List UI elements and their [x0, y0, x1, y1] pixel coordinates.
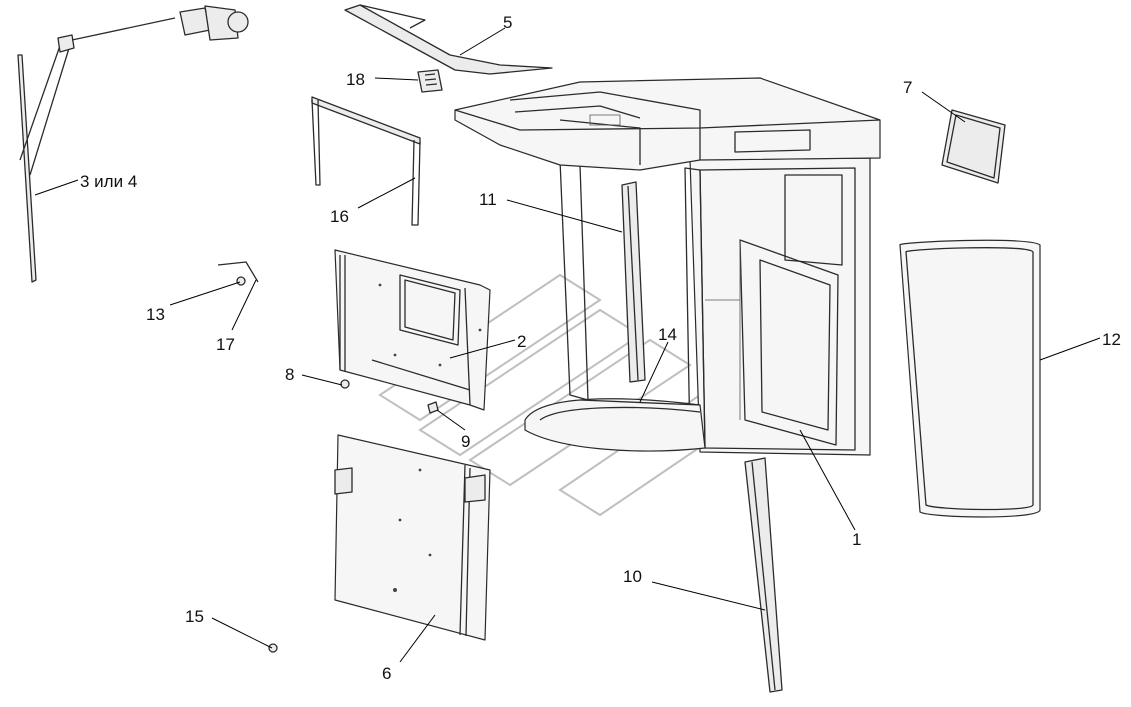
hardware-parts [217, 261, 439, 653]
callout-13: 13 [146, 305, 165, 324]
rear-frame-part [311, 96, 421, 226]
callout-18: 18 [346, 70, 365, 89]
callout-17: 17 [216, 335, 235, 354]
roof-trim-part [344, 4, 553, 75]
glass-seal-part [899, 239, 1041, 518]
callout-15: 15 [185, 607, 204, 626]
callout-8: 8 [285, 365, 294, 384]
door-strip-part [744, 457, 783, 693]
wiper-part [17, 5, 249, 283]
bracket-part [417, 69, 443, 93]
callout-7: 7 [903, 78, 912, 97]
callout-11: 11 [479, 190, 497, 209]
side-panel-part [334, 249, 491, 411]
callout-5: 5 [503, 13, 512, 32]
callout-9: 9 [461, 432, 470, 451]
callout-12: 12 [1102, 330, 1121, 349]
callout-10: 10 [623, 567, 642, 586]
pillar-strip-part [621, 181, 646, 383]
callout-labels: 1 2 3 или 4 5 6 7 8 9 10 11 12 13 14 15 … [80, 13, 1121, 683]
cab-roof-part [454, 77, 881, 171]
callout-3-or-4: 3 или 4 [80, 172, 137, 191]
callout-14: 14 [658, 325, 677, 344]
callout-2: 2 [517, 332, 526, 351]
leader-lines [34, 27, 1101, 663]
lower-panel-part [334, 434, 491, 641]
callout-1: 1 [852, 530, 861, 549]
small-glass-part [941, 109, 1006, 184]
callout-6: 6 [382, 664, 391, 683]
callout-16: 16 [330, 207, 349, 226]
cab-frame-part [524, 157, 871, 456]
